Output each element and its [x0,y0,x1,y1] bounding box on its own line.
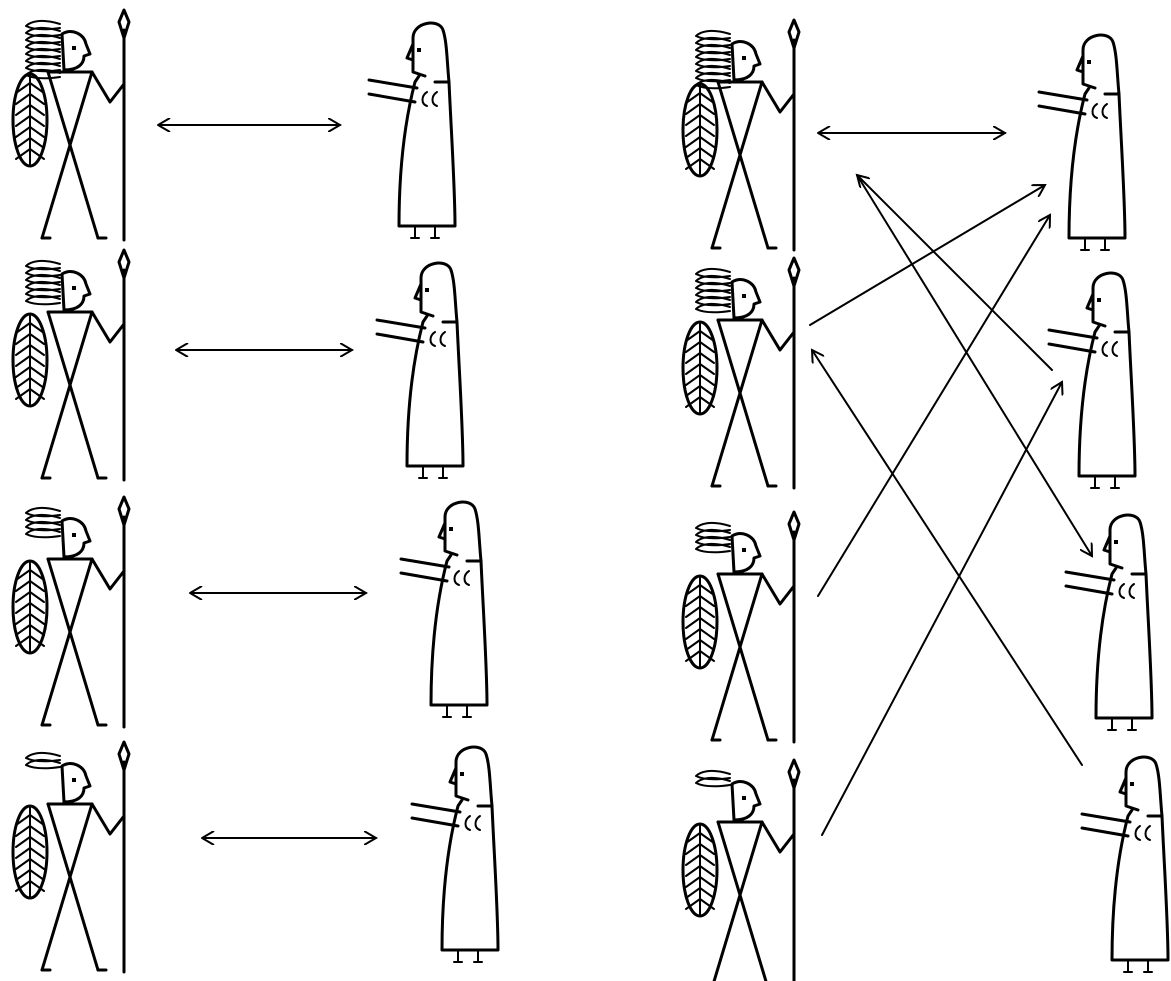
woman-figure-3 [1064,513,1154,731]
panel-left [11,8,500,974]
woman-figure-2 [375,261,465,479]
arrow-right-6 [817,215,1050,597]
warrior-figure-1 [11,8,131,242]
woman-figure-1 [1037,33,1127,251]
warrior-figure-3 [11,495,131,729]
warrior-figure-1 [681,18,801,252]
warrior-figure-2 [11,248,131,482]
figures-layer [11,8,1170,981]
warrior-figure-4 [11,740,131,974]
arrow-right-5 [812,350,1083,766]
warrior-figure-2 [681,256,801,490]
woman-figure-4 [410,745,500,963]
arrow-right-4 [809,185,1045,326]
warrior-figure-4 [681,758,801,981]
woman-figure-4 [1080,755,1170,973]
arrow-right-2 [857,175,1053,371]
woman-figure-3 [399,500,489,718]
arrows-layer [157,125,1092,838]
panel-right [681,18,1170,981]
arrow-right-3 [856,174,1092,556]
woman-figure-2 [1047,271,1137,489]
warrior-figure-3 [681,510,801,744]
woman-figure-1 [367,21,457,239]
arrow-right-7 [821,382,1062,836]
